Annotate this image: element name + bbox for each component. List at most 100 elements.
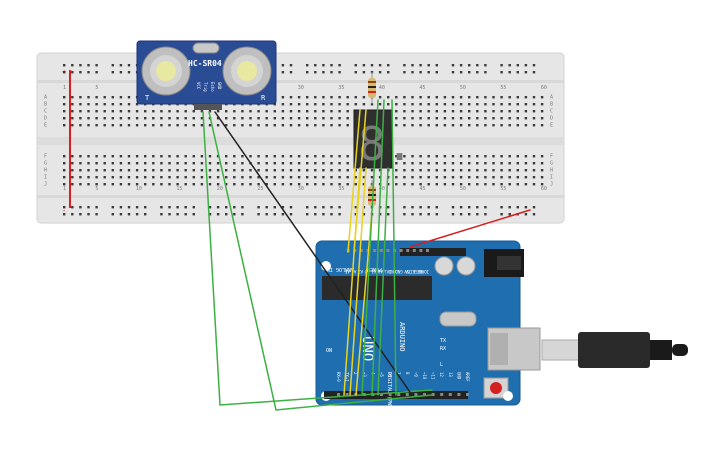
breadboard-hole bbox=[200, 183, 204, 186]
breadboard-hole bbox=[338, 71, 341, 74]
breadboard-hole bbox=[71, 103, 74, 106]
breadboard-hole bbox=[216, 169, 220, 172]
breadboard-row-letter: D bbox=[44, 116, 47, 122]
breadboard-hole bbox=[63, 103, 66, 106]
breadboard-hole bbox=[484, 206, 487, 209]
breadboard-hole bbox=[144, 124, 147, 127]
breadboard-hole bbox=[378, 64, 382, 67]
breadboard-hole bbox=[63, 155, 66, 158]
breadboard-hole bbox=[427, 213, 430, 216]
breadboard-hole bbox=[71, 117, 74, 120]
breadboard-hole bbox=[524, 183, 528, 186]
breadboard-hole bbox=[362, 213, 366, 216]
breadboard-hole bbox=[71, 155, 74, 158]
breadboard-hole bbox=[540, 169, 544, 172]
breadboard-hole bbox=[127, 103, 131, 106]
breadboard-row-letter: A bbox=[550, 95, 553, 101]
breadboard-hole bbox=[395, 183, 398, 186]
breadboard-hole bbox=[314, 64, 317, 67]
breadboard-hole bbox=[524, 103, 528, 106]
breadboard-hole bbox=[95, 169, 98, 172]
breadboard-hole bbox=[468, 96, 471, 99]
breadboard-hole bbox=[249, 155, 252, 158]
breadboard-hole bbox=[500, 117, 503, 120]
breadboard-hole bbox=[524, 169, 528, 172]
wire-green-seg-3 bbox=[377, 167, 389, 396]
breadboard-hole bbox=[273, 103, 276, 106]
breadboard-column-number: 10 bbox=[136, 186, 142, 192]
breadboard-hole bbox=[233, 117, 236, 120]
breadboard-hole bbox=[152, 183, 155, 186]
breadboard-hole bbox=[63, 169, 66, 172]
breadboard-hole bbox=[119, 213, 123, 216]
breadboard-hole bbox=[411, 206, 414, 209]
breadboard-hole bbox=[87, 169, 90, 172]
breadboard-hole bbox=[79, 124, 82, 127]
sensor-pin-label: GND bbox=[217, 82, 222, 90]
breadboard-hole bbox=[281, 110, 285, 113]
breadboard-hole bbox=[468, 117, 471, 120]
breadboard-hole bbox=[330, 206, 333, 209]
reset-button[interactable] bbox=[490, 382, 502, 394]
breadboard-hole bbox=[200, 124, 204, 127]
breadboard-hole bbox=[225, 206, 228, 209]
breadboard-hole bbox=[419, 71, 422, 74]
wire-yellow-3 bbox=[343, 167, 361, 396]
header-pin-label: GND bbox=[395, 269, 403, 274]
breadboard-hole bbox=[338, 169, 341, 172]
breadboard-hole bbox=[135, 117, 139, 120]
breadboard-hole bbox=[314, 96, 317, 99]
breadboard-hole bbox=[249, 169, 252, 172]
breadboard-hole bbox=[338, 110, 341, 113]
header-pin bbox=[431, 393, 435, 396]
breadboard-hole bbox=[87, 64, 90, 67]
breadboard-hole bbox=[338, 64, 341, 67]
breadboard-hole bbox=[484, 110, 487, 113]
breadboard-hole bbox=[241, 162, 244, 165]
breadboard-hole bbox=[225, 124, 228, 127]
breadboard-column-number: 35 bbox=[338, 186, 344, 192]
breadboard-hole bbox=[516, 169, 519, 172]
breadboard-hole bbox=[71, 162, 74, 165]
breadboard-hole bbox=[540, 176, 544, 179]
breadboard-hole bbox=[249, 183, 252, 186]
breadboard-hole bbox=[289, 124, 293, 127]
breadboard-hole bbox=[103, 103, 106, 106]
breadboard-hole bbox=[484, 213, 487, 216]
breadboard-hole bbox=[119, 103, 123, 106]
breadboard-hole bbox=[225, 155, 228, 158]
breadboard-hole bbox=[435, 96, 438, 99]
breadboard-hole bbox=[532, 213, 536, 216]
breadboard-hole bbox=[459, 124, 463, 127]
breadboard-hole bbox=[119, 64, 123, 67]
breadboard-hole bbox=[225, 162, 228, 165]
breadboard-hole bbox=[403, 117, 406, 120]
header-pin-label: Vin bbox=[382, 269, 390, 274]
breadboard-hole bbox=[411, 103, 414, 106]
breadboard-hole bbox=[111, 124, 114, 127]
breadboard-hole bbox=[314, 169, 317, 172]
breadboard-hole bbox=[516, 110, 519, 113]
breadboard-hole bbox=[354, 103, 357, 106]
breadboard-row-letter: E bbox=[44, 123, 47, 129]
breadboard-hole bbox=[500, 64, 503, 67]
breadboard-hole bbox=[419, 103, 422, 106]
breadboard-hole bbox=[192, 206, 195, 209]
breadboard-hole bbox=[111, 64, 114, 67]
breadboard-hole bbox=[516, 103, 519, 106]
header-pin-label: ~11 bbox=[431, 372, 436, 380]
breadboard-column-number: 1 bbox=[63, 186, 66, 192]
breadboard-hole bbox=[419, 169, 422, 172]
breadboard-hole bbox=[160, 206, 163, 209]
breadboard-hole bbox=[297, 96, 301, 99]
breadboard-hole bbox=[403, 124, 406, 127]
breadboard-hole bbox=[403, 169, 406, 172]
breadboard-hole bbox=[273, 183, 276, 186]
breadboard-hole bbox=[297, 183, 301, 186]
breadboard-hole bbox=[476, 124, 479, 127]
breadboard-hole bbox=[492, 124, 495, 127]
breadboard-hole bbox=[451, 96, 455, 99]
breadboard-hole bbox=[443, 183, 447, 186]
breadboard-column-number: 45 bbox=[419, 186, 425, 192]
breadboard-hole bbox=[419, 213, 422, 216]
